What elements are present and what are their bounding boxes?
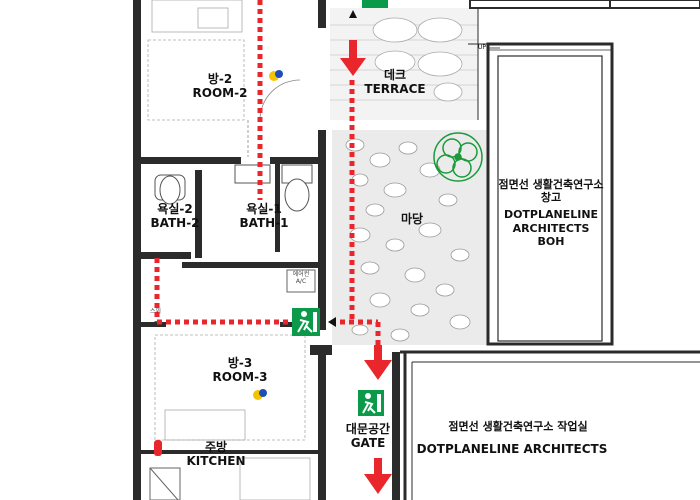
workshop-en: DOTPLANELINE ARCHITECTS <box>416 442 608 456</box>
room-label-workshop-en: DOTPLANELINE ARCHITECTS <box>412 442 612 456</box>
boh-en3: BOH <box>537 234 565 248</box>
room-label-terrace: 데크 TERRACE <box>355 68 435 97</box>
boh-en2: ARCHITECTS <box>512 221 590 235</box>
room3-furniture <box>154 334 311 500</box>
terrace-furniture <box>372 17 463 102</box>
room2-en: ROOM-2 <box>192 86 248 101</box>
gate-en: GATE <box>350 436 386 451</box>
terrace-en: TERRACE <box>364 82 426 97</box>
room-label-room2: 방-2 ROOM-2 <box>180 72 260 101</box>
madang-ko: 마당 <box>400 212 424 226</box>
bath2-en: BATH-2 <box>150 216 200 231</box>
ac-en: A/C <box>295 278 307 286</box>
exit-sign-icon <box>292 308 320 336</box>
room-label-madang: 마당 <box>392 212 432 226</box>
kitchen-ko: 주방 <box>204 440 228 454</box>
room-label-bath1: 욕실-1 BATH-1 <box>232 202 296 231</box>
boh-en1: DOTPLANELINE <box>503 208 599 222</box>
room-label-gate: 대문공간 GATE <box>332 422 404 451</box>
kitchen-counter <box>149 467 179 500</box>
room3-en: ROOM-3 <box>212 370 268 385</box>
yard-stones <box>345 138 471 342</box>
workshop-building <box>400 350 700 500</box>
room-label-room3: 방-3 ROOM-3 <box>200 356 280 385</box>
stair-text: 스위 <box>150 308 162 315</box>
ac-label: 에어컨 A/C <box>287 271 315 285</box>
terrace-ko: 데크 <box>383 68 407 82</box>
direction-arrowhead-icon <box>328 317 336 327</box>
ceiling-light-icon <box>269 70 283 81</box>
exit-sign-icon <box>362 0 388 8</box>
direction-arrowhead-icon <box>349 10 357 18</box>
room-label-boh: 점면선 생활건축연구소 창고 DOTPLANELINE ARCHITECTS B… <box>486 178 616 248</box>
gate-columns <box>392 352 400 500</box>
room2-ko: 방-2 <box>207 72 233 86</box>
stair-label: 스위 <box>150 308 161 315</box>
room2-furniture <box>147 0 301 157</box>
kitchen-en: KITCHEN <box>186 454 246 469</box>
evacuation-route <box>154 0 381 360</box>
room-label-bath2: 욕실-2 BATH-2 <box>144 202 206 231</box>
workshop-ko: 점면선 생활건축연구소 작업실 <box>448 420 588 433</box>
boh-ko1: 점면선 생활건축연구소 <box>498 178 604 191</box>
extinguisher-icon <box>154 440 162 456</box>
evacuation-arrow-icon <box>340 40 392 494</box>
up-text: UP <box>478 44 487 51</box>
room-label-workshop-ko: 점면선 생활건축연구소 작업실 <box>418 420 618 433</box>
exit-sign-icon <box>358 390 384 416</box>
room-label-kitchen: 주방 KITCHEN <box>176 440 256 469</box>
plant-icon <box>433 132 483 182</box>
bath1-en: BATH-1 <box>239 216 289 231</box>
boh-building <box>486 42 614 346</box>
ac-unit <box>286 269 316 293</box>
stair-up-label: UP <box>478 44 486 51</box>
bath2-ko: 욕실-2 <box>157 202 193 216</box>
boh-ko2: 창고 <box>540 191 562 205</box>
room3-ko: 방-3 <box>227 356 253 370</box>
ceiling-light-icon <box>253 389 267 400</box>
bath-fixtures <box>154 164 313 212</box>
gate-ko: 대문공간 <box>345 422 391 436</box>
ac-ko: 에어컨 <box>292 271 310 278</box>
bath1-ko: 욕실-1 <box>246 202 282 216</box>
